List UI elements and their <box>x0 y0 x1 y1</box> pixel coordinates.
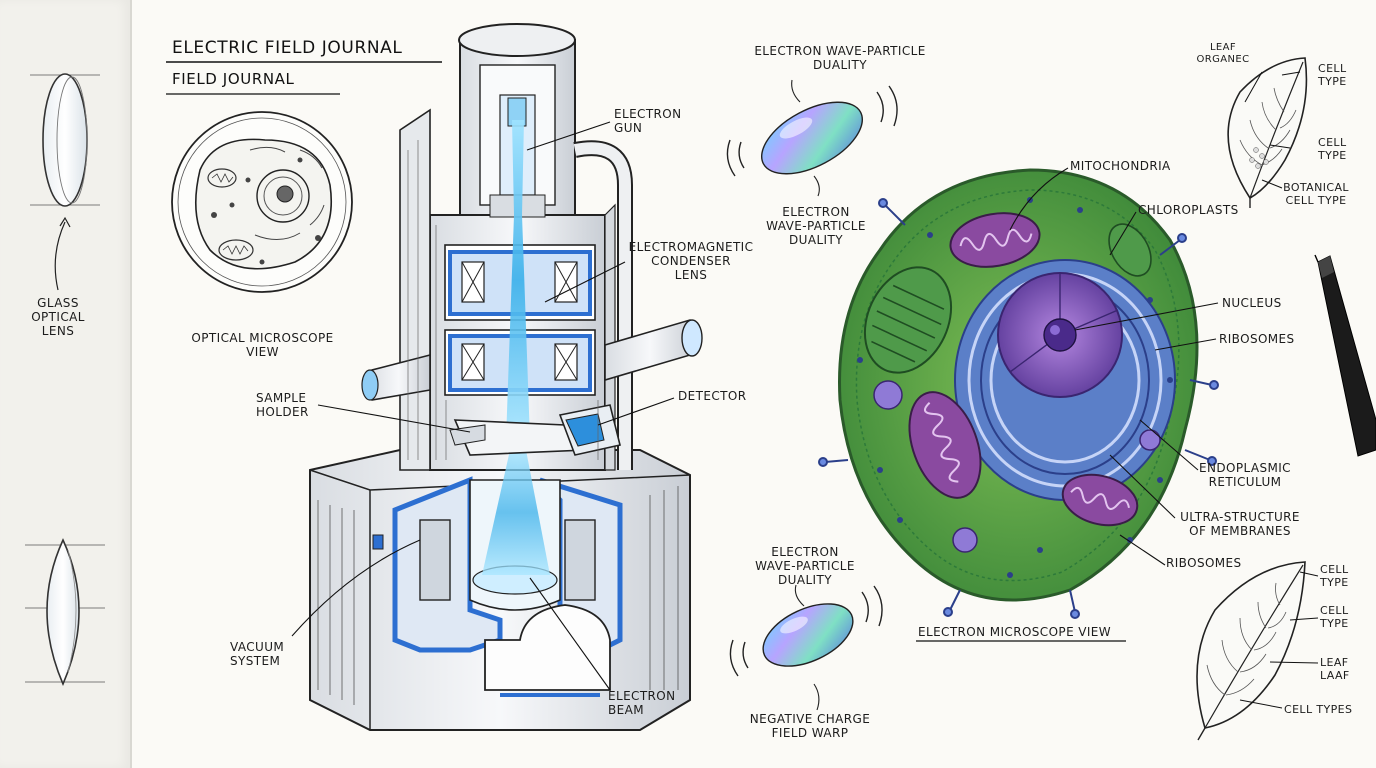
microscope-leaders <box>291 121 675 691</box>
leaf-top-sketch <box>1227 57 1308 208</box>
label-mitochondria: MITOCHONDRIA <box>1070 159 1171 173</box>
label-cell-type-1: CELL TYPE <box>1318 62 1347 88</box>
electron-microscope <box>309 23 703 731</box>
label-duality-mid: ELECTRON WAVE-PARTICLE DUALITY <box>766 205 866 247</box>
label-condenser-lens: ELECTROMAGNETIC CONDENSER LENS <box>628 240 754 282</box>
pen-icon <box>1314 254 1376 457</box>
glass-lens-top <box>30 73 100 207</box>
label-chloroplasts: CHLOROPLASTS <box>1138 203 1239 217</box>
label-negative-charge: NEGATIVE CHARGE FIELD WARP <box>749 712 871 740</box>
leaf-bottom-sketch <box>1196 561 1306 741</box>
glass-lens-bottom <box>25 538 105 687</box>
label-sample-holder: SAMPLE HOLDER <box>256 391 309 419</box>
label-ultrastructure: ULTRA-STRUCTURE OF MEMBRANES <box>1180 510 1300 538</box>
page-subtitle: FIELD JOURNAL <box>172 70 295 88</box>
cell-ultrastructure <box>818 168 1219 619</box>
label-endoplasmic: ENDOPLASMIC RETICULUM <box>1199 461 1291 489</box>
label-duality-bottom: ELECTRON WAVE-PARTICLE DUALITY <box>755 545 855 587</box>
label-cell-type-4: CELL TYPE <box>1320 604 1349 630</box>
leaf-bottom-leaders <box>1239 571 1319 709</box>
label-ribosomes-upper: RIBOSOMES <box>1219 332 1295 346</box>
cell-leaders <box>1009 167 1219 566</box>
glass-lens-arrow <box>54 216 71 291</box>
label-cell-types: CELL TYPES <box>1284 703 1353 716</box>
label-optical-view: OPTICAL MICROSCOPE VIEW <box>191 331 334 359</box>
label-nucleus: NUCLEUS <box>1222 296 1282 310</box>
label-cell-type-3: CELL TYPE <box>1320 563 1349 589</box>
label-cell-type-2: CELL TYPE <box>1318 136 1347 162</box>
label-electron-gun: ELECTRON GUN <box>614 107 682 135</box>
label-glass-lens: GLASS OPTICAL LENS <box>31 296 85 338</box>
label-leaf-organec: LEAF ORGANEC <box>1196 42 1250 65</box>
label-electron-beam: ELECTRON BEAM <box>608 689 676 717</box>
page-title: ELECTRIC FIELD JOURNAL <box>172 38 403 58</box>
label-duality-top: ELECTRON WAVE-PARTICLE DUALITY <box>754 44 926 72</box>
label-leaf-laaf: LEAF LAAF <box>1320 656 1350 682</box>
optical-view-circle <box>171 111 353 293</box>
label-botanical: BOTANICAL CELL TYPE <box>1283 181 1349 207</box>
leaf-top-leaders <box>1244 71 1301 189</box>
electron-particle-bottom <box>729 584 883 711</box>
label-ribosomes-lower: RIBOSOMES <box>1166 556 1242 570</box>
electron-particle-top <box>726 79 898 197</box>
label-detector: DETECTOR <box>678 389 747 403</box>
label-em-view: ELECTRON MICROSCOPE VIEW <box>918 625 1112 639</box>
label-vacuum-system: VACUUM SYSTEM <box>230 640 285 668</box>
